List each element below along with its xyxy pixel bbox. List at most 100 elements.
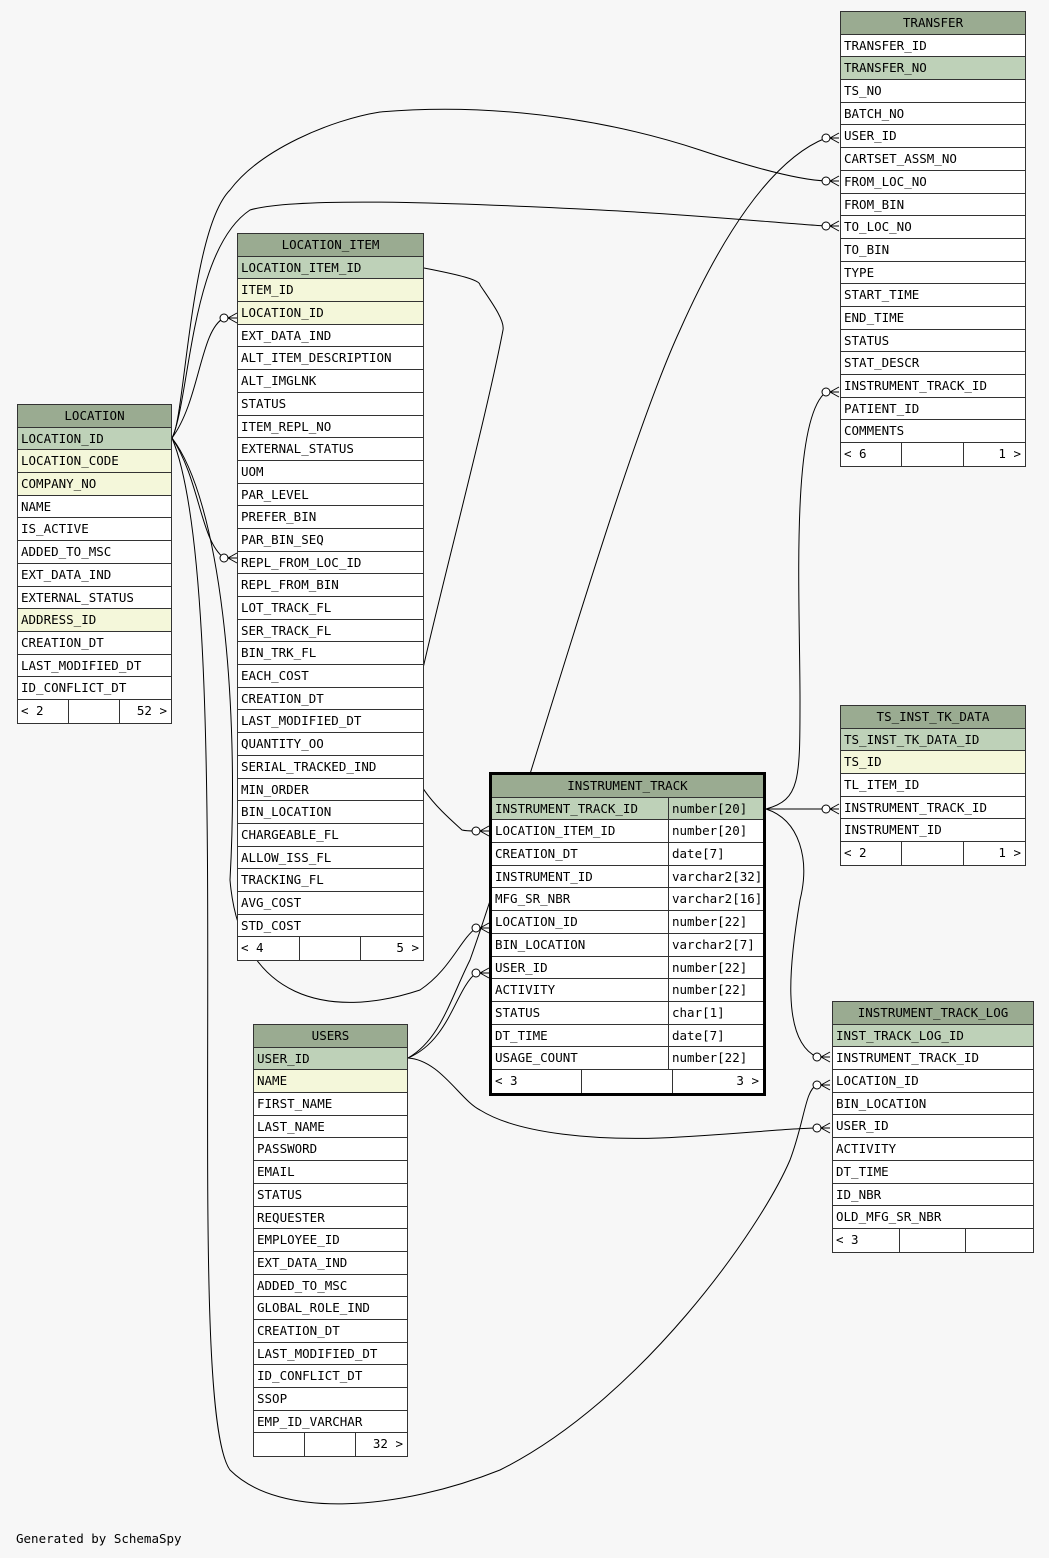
column-row[interactable]: BATCH_NO — [841, 103, 1025, 126]
column-row[interactable]: ADDED_TO_MSC — [18, 541, 171, 564]
parents-count[interactable]: < 3 — [833, 1228, 900, 1252]
column-row[interactable]: INSTRUMENT_ID — [841, 819, 1025, 843]
children-count[interactable]: 3 > — [736, 1072, 759, 1088]
column-row[interactable]: QUANTITY_OO — [238, 733, 423, 756]
column-row[interactable]: ID_CONFLICT_DT — [254, 1365, 407, 1388]
column-row[interactable]: BIN_LOCATION — [238, 801, 423, 824]
table-header[interactable]: INSTRUMENT_TRACK — [492, 775, 763, 798]
column-row[interactable]: TL_ITEM_ID — [841, 774, 1025, 797]
column-row[interactable]: START_TIME — [841, 284, 1025, 307]
rows-count[interactable] — [902, 842, 964, 865]
parents-count[interactable]: < 2 — [841, 842, 903, 865]
rows-count[interactable] — [305, 1433, 356, 1457]
children-count[interactable]: 1 > — [998, 446, 1021, 462]
rows-count[interactable] — [300, 937, 362, 960]
column-row[interactable]: TRACKING_FL — [238, 869, 423, 892]
column-row[interactable]: STAT_DESCR — [841, 352, 1025, 375]
column-row[interactable]: ITEM_REPL_NO — [238, 416, 423, 439]
column-row[interactable]: UOM — [238, 461, 423, 484]
parents-count[interactable] — [254, 1433, 305, 1457]
column-row[interactable]: ITEM_ID — [238, 279, 423, 303]
column-row[interactable]: USER_ID — [841, 125, 1025, 149]
column-row[interactable]: INST_TRACK_LOG_ID — [833, 1024, 1033, 1048]
column-row[interactable]: LOCATION_ID — [238, 302, 423, 325]
column-row[interactable]: FROM_LOC_NO — [841, 171, 1025, 194]
column-row[interactable]: END_TIME — [841, 307, 1025, 330]
column-row[interactable]: IS_ACTIVE — [18, 518, 171, 542]
children-count[interactable]: 5 > — [396, 940, 419, 956]
column-row[interactable]: REPL_FROM_BIN — [238, 574, 423, 597]
column-row[interactable]: REQUESTER — [254, 1207, 407, 1230]
column-row[interactable]: TO_BIN — [841, 239, 1025, 262]
column-row[interactable]: USER_ID — [254, 1047, 407, 1071]
column-row[interactable]: OLD_MFG_SR_NBR — [833, 1206, 1033, 1229]
rows-count[interactable] — [69, 699, 120, 723]
column-row[interactable]: ALT_IMGLNK — [238, 370, 423, 393]
children-count[interactable] — [966, 1229, 1033, 1252]
column-row[interactable]: PAR_LEVEL — [238, 484, 423, 507]
column-row[interactable]: TS_NO — [841, 80, 1025, 103]
column-row[interactable]: PATIENT_ID — [841, 398, 1025, 421]
column-row[interactable]: CHARGEABLE_FL — [238, 824, 423, 847]
table-header[interactable]: LOCATION_ITEM — [238, 234, 423, 257]
column-row[interactable]: LOCATION_CODE — [18, 450, 171, 474]
column-row[interactable]: LOCATION_ID — [18, 427, 171, 451]
column-row[interactable]: LAST_MODIFIED_DT — [254, 1343, 407, 1366]
children-count[interactable]: 52 > — [136, 702, 167, 718]
column-row[interactable]: INSTRUMENT_TRACK_ID — [841, 375, 1025, 398]
column-row[interactable]: TYPE — [841, 262, 1025, 285]
column-row[interactable]: TS_ID — [841, 751, 1025, 775]
column-row[interactable]: EXT_DATA_IND — [238, 325, 423, 348]
column-row[interactable]: NAME — [18, 496, 171, 519]
column-row[interactable]: COMMENTS — [841, 420, 1025, 444]
children-count[interactable]: 1 > — [998, 845, 1021, 861]
column-row[interactable]: LAST_MODIFIED_DT — [18, 655, 171, 678]
column-row[interactable]: CREATION_DT — [254, 1320, 407, 1343]
table-header[interactable]: LOCATION — [18, 405, 171, 428]
column-row[interactable]: ACTIVITY — [833, 1138, 1033, 1161]
rows-count[interactable] — [902, 443, 964, 466]
column-row[interactable]: ID_CONFLICT_DT — [18, 677, 171, 700]
column-row[interactable]: REPL_FROM_LOC_ID — [238, 552, 423, 575]
column-row[interactable]: MIN_ORDER — [238, 779, 423, 802]
column-row[interactable]: BIN_TRK_FL — [238, 642, 423, 666]
column-row[interactable]: EMP_ID_VARCHAR — [254, 1411, 407, 1434]
column-row[interactable]: COMPANY_NO — [18, 473, 171, 496]
column-row[interactable]: FROM_BIN — [841, 194, 1025, 217]
column-row[interactable]: PREFER_BIN — [238, 506, 423, 529]
column-row[interactable]: STATUS — [238, 393, 423, 416]
column-row[interactable]: TRANSFER_NO — [841, 57, 1025, 81]
column-row[interactable]: LOT_TRACK_FL — [238, 597, 423, 620]
table-header[interactable]: TS_INST_TK_DATA — [841, 706, 1025, 729]
column-row[interactable]: EMPLOYEE_ID — [254, 1229, 407, 1252]
parents-count[interactable]: < 6 — [841, 443, 903, 466]
column-row[interactable]: AVG_COST — [238, 892, 423, 915]
column-row[interactable]: TS_INST_TK_DATA_ID — [841, 728, 1025, 752]
table-header[interactable]: USERS — [254, 1025, 407, 1048]
column-row[interactable]: LAST_NAME — [254, 1116, 407, 1139]
table-header[interactable]: INSTRUMENT_TRACK_LOG — [833, 1002, 1033, 1025]
column-row[interactable]: LAST_MODIFIED_DT — [238, 710, 423, 734]
column-row[interactable]: GLOBAL_ROLE_IND — [254, 1297, 407, 1320]
column-row[interactable]: STATUS — [841, 330, 1025, 353]
parents-count[interactable]: < 3 — [492, 1069, 583, 1093]
column-row[interactable]: PASSWORD — [254, 1138, 407, 1162]
children-count[interactable]: 32 > — [372, 1436, 403, 1452]
rows-count[interactable] — [582, 1069, 673, 1093]
column-row[interactable]: CREATION_DT — [18, 632, 171, 655]
column-row[interactable]: SER_TRACK_FL — [238, 620, 423, 643]
